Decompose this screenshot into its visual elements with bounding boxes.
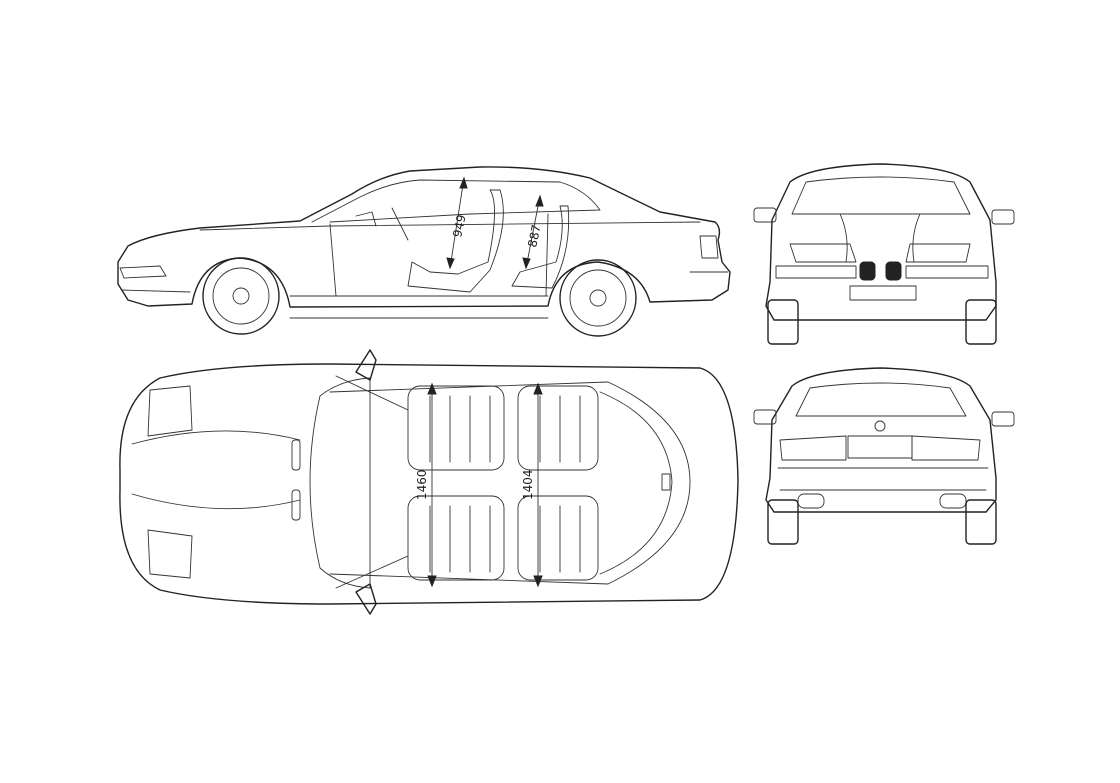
front-view bbox=[753, 163, 1015, 345]
rear-view bbox=[753, 367, 1015, 545]
top-view: 1460 1404 bbox=[119, 349, 739, 615]
rear-shoulder-label: 1404 bbox=[521, 469, 535, 500]
side-view: 949 887 bbox=[117, 166, 731, 337]
rear-headroom-label: 887 bbox=[525, 223, 543, 248]
front-shoulder-label: 1460 bbox=[415, 469, 429, 500]
front-headroom-label: 949 bbox=[450, 213, 468, 238]
